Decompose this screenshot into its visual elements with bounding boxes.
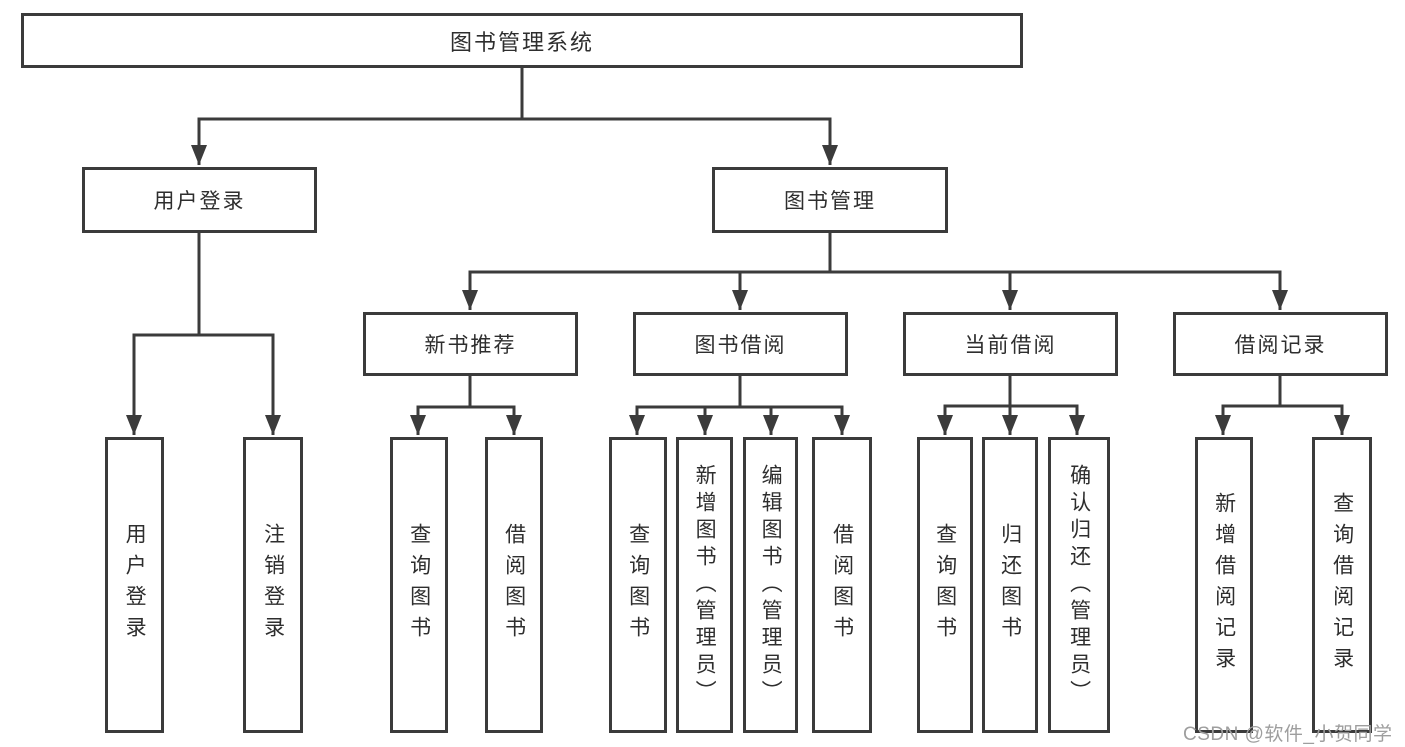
node-new-book-recommend: 新书推荐	[363, 312, 578, 376]
leaf-query-books-borrow: 查询图书	[609, 437, 667, 733]
leaf-label: 查询借阅记录	[1330, 492, 1354, 678]
csdn-watermark: CSDN @软件_小贺同学	[1183, 724, 1393, 745]
leaf-label: 借阅图书	[830, 523, 854, 647]
node-borrow-records: 借阅记录	[1173, 312, 1388, 376]
leaf-query-books-current: 查询图书	[917, 437, 973, 733]
leaf-borrow-books-borrow: 借阅图书	[812, 437, 872, 733]
leaf-borrow-books-recommend: 借阅图书	[485, 437, 543, 733]
node-current-borrow: 当前借阅	[903, 312, 1118, 376]
leaf-add-borrow-record: 新增借阅记录	[1195, 437, 1253, 733]
leaf-query-books-recommend: 查询图书	[390, 437, 448, 733]
node-user-login: 用户登录	[82, 167, 317, 233]
leaf-edit-books-admin: 编辑图书（管理员）	[743, 437, 798, 733]
leaf-label: 归还图书	[998, 523, 1022, 647]
node-root: 图书管理系统	[21, 13, 1023, 68]
leaf-label: 编辑图书（管理员）	[759, 463, 783, 707]
node-book-management: 图书管理	[712, 167, 948, 233]
leaf-label: 新增借阅记录	[1212, 492, 1236, 678]
leaf-label: 借阅图书	[502, 523, 526, 647]
leaf-label: 新增图书（管理员）	[693, 463, 717, 707]
leaf-confirm-return-admin: 确认归还（管理员）	[1048, 437, 1110, 733]
leaf-label: 查询图书	[933, 523, 957, 647]
leaf-add-books-admin: 新增图书（管理员）	[676, 437, 733, 733]
leaf-user-login: 用户登录	[105, 437, 164, 733]
leaf-return-books: 归还图书	[982, 437, 1038, 733]
leaf-logout-login: 注销登录	[243, 437, 303, 733]
leaf-label: 确认归还（管理员）	[1067, 463, 1091, 707]
node-book-borrow: 图书借阅	[633, 312, 848, 376]
leaf-label: 用户登录	[123, 523, 147, 647]
leaf-label: 注销登录	[261, 523, 285, 647]
leaf-query-borrow-record: 查询借阅记录	[1312, 437, 1372, 733]
leaf-label: 查询图书	[626, 523, 650, 647]
leaf-label: 查询图书	[407, 523, 431, 647]
